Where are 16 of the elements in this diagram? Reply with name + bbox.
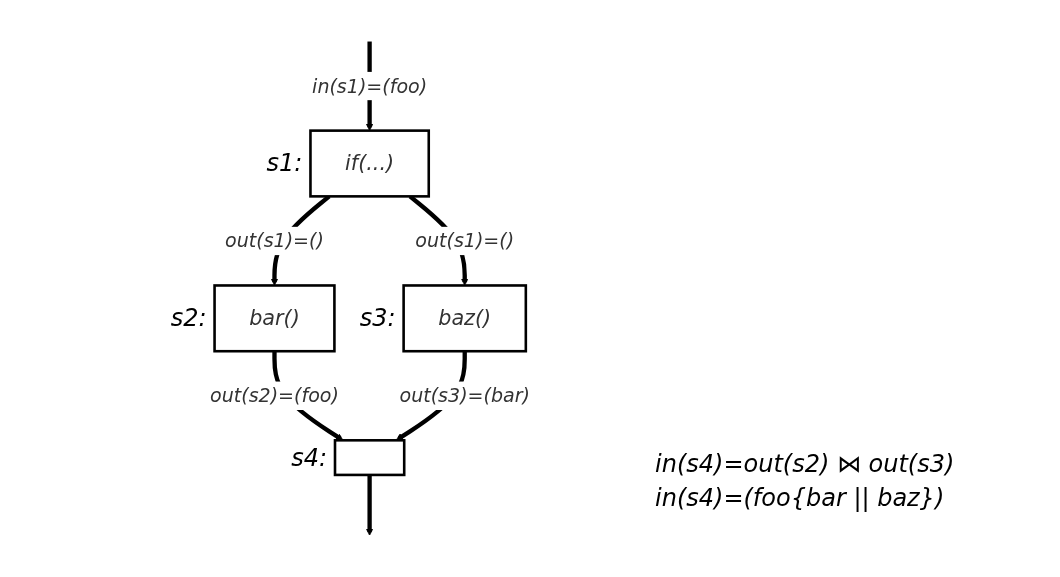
statement-tag: s4: <box>291 443 327 472</box>
formula-text: in(s4)=out(s2) ⋈ out(s3) <box>655 450 955 478</box>
edge-label: in(s1)=(foo) <box>312 75 428 97</box>
node-box: if(...) <box>309 129 431 198</box>
edge-label: out(s3)=(bar) <box>399 384 530 407</box>
formula-text: in(s4)=(foo{bar || baz}) <box>655 484 946 512</box>
edge-label: out(s1)=() <box>225 230 324 252</box>
statement-tag: s1: <box>266 149 303 178</box>
edge-label: out(s2)=(foo) <box>210 384 339 407</box>
node-box <box>333 439 406 477</box>
node-box: baz() <box>402 284 528 353</box>
arrow <box>365 474 374 536</box>
node-box: bar() <box>213 284 336 353</box>
statement-tag: s2: <box>170 304 207 333</box>
statement-tag: s3: <box>359 304 396 333</box>
edge-label: out(s1)=() <box>415 230 515 252</box>
